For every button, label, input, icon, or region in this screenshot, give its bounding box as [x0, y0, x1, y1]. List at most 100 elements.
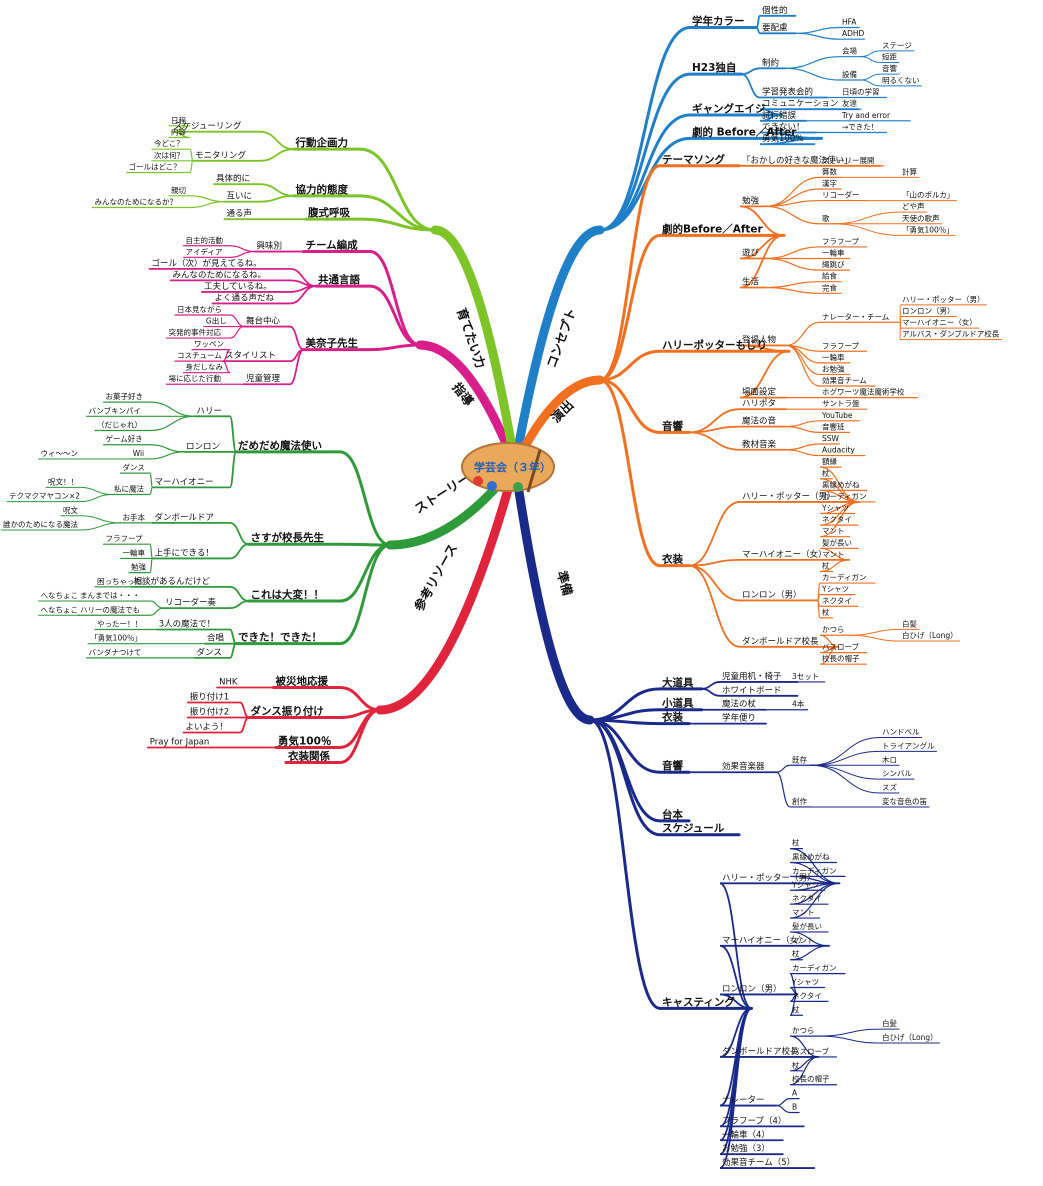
- topic-node[interactable]: フラフープ（4）: [722, 1115, 786, 1126]
- topic-node[interactable]: スズ: [882, 782, 897, 792]
- topic-node[interactable]: 白髪: [902, 618, 917, 628]
- topic-node[interactable]: 白ひげ（Long）: [902, 630, 958, 640]
- topic-node[interactable]: 効果音チーム: [822, 375, 867, 385]
- topic-node[interactable]: 振り付け1: [190, 692, 229, 703]
- topic-node[interactable]: Yシャツ: [821, 504, 849, 513]
- topic-node[interactable]: 被災地応援: [276, 675, 329, 688]
- topic-node[interactable]: ロンロン（男）: [722, 983, 782, 994]
- topic-node[interactable]: 行動企画力: [295, 136, 349, 149]
- topic-node[interactable]: バンダナつけて: [89, 647, 142, 657]
- topic-node[interactable]: ホグワーツ魔法魔術学校: [822, 387, 905, 397]
- topic-node[interactable]: 縄跳び: [822, 259, 845, 269]
- topic-node[interactable]: できた！できた！: [238, 632, 322, 644]
- topic-node[interactable]: 効果音チーム（5）: [722, 1157, 795, 1168]
- topic-node[interactable]: 白ひげ（Long）: [882, 1032, 938, 1042]
- topic-node[interactable]: ハリー・ポッター（男）: [742, 491, 836, 502]
- topic-node[interactable]: 魔法の杖: [722, 699, 757, 710]
- topic-node[interactable]: チーム編成: [306, 239, 359, 252]
- branch-label-reference[interactable]: 参考リソース: [411, 541, 460, 613]
- topic-node[interactable]: かつら: [792, 1026, 815, 1035]
- topic-node[interactable]: 漢字: [822, 178, 837, 188]
- topic-node[interactable]: サントラ盤: [822, 398, 860, 408]
- topic-node[interactable]: ハリー・ポッター（男）: [722, 872, 816, 883]
- topic-node[interactable]: 杖: [822, 468, 830, 478]
- topic-node[interactable]: 舞台中心: [246, 316, 281, 327]
- topic-node[interactable]: 杖: [792, 838, 800, 848]
- topic-node[interactable]: 通る声: [227, 208, 253, 219]
- topic-node[interactable]: コミュニケーション: [762, 99, 838, 109]
- topic-node[interactable]: バスローブ: [822, 642, 860, 652]
- topic-node[interactable]: 一輪車（4）: [722, 1129, 770, 1140]
- topic-node[interactable]: 黒縁めがね: [822, 479, 860, 489]
- topic-node[interactable]: 児童管理: [246, 373, 281, 384]
- topic-node[interactable]: フラフープ: [822, 341, 860, 350]
- topic-node[interactable]: どや声: [902, 201, 925, 211]
- topic-node[interactable]: ハリーの魔法でも: [80, 604, 140, 614]
- topic-node[interactable]: 「勇気100％」: [902, 224, 954, 234]
- topic-node[interactable]: 自主的活動: [186, 235, 224, 245]
- topic-node[interactable]: 児童用机・椅子: [722, 671, 782, 682]
- topic-node[interactable]: 会場: [842, 46, 857, 56]
- topic-node[interactable]: 衣装関係: [288, 750, 330, 763]
- topic-node[interactable]: ナレーター: [722, 1096, 765, 1106]
- topic-node[interactable]: 呪文: [63, 505, 78, 515]
- topic-node[interactable]: 制約: [762, 57, 779, 68]
- topic-node[interactable]: コスチューム: [177, 351, 222, 360]
- central-topic[interactable]: 学芸会（３年）: [461, 442, 555, 493]
- branch-label-prep[interactable]: 準備: [554, 569, 576, 598]
- topic-node[interactable]: まんまでは・・・: [80, 591, 140, 600]
- topic-node[interactable]: だめだめ魔法使い: [238, 439, 322, 452]
- topic-node[interactable]: へなちょこ: [41, 591, 79, 600]
- topic-node[interactable]: 腹式呼吸: [308, 206, 350, 219]
- topic-node[interactable]: ウィ〜〜ン: [41, 449, 79, 458]
- topic-node[interactable]: 学習発表会的: [762, 87, 813, 98]
- topic-node[interactable]: 振り付け2: [190, 707, 229, 718]
- topic-node[interactable]: アイディア: [186, 246, 223, 256]
- topic-node[interactable]: 内容: [171, 127, 186, 137]
- topic-node[interactable]: よく通る声だね: [215, 292, 275, 303]
- topic-node[interactable]: 額縁: [822, 456, 837, 466]
- topic-node[interactable]: 「勇気100％」: [90, 633, 142, 643]
- topic-node[interactable]: リコーダー奏: [165, 597, 217, 608]
- topic-node[interactable]: リコーダー: [822, 190, 860, 200]
- topic-node[interactable]: ワッペン: [194, 340, 224, 349]
- topic-node[interactable]: Pray for Japan: [150, 738, 210, 748]
- topic-node[interactable]: （だじゃれ）: [97, 421, 142, 430]
- topic-node[interactable]: ネクタイ: [822, 596, 852, 605]
- topic-node[interactable]: 親切: [171, 185, 186, 195]
- topic-node[interactable]: 身だしなみ: [186, 362, 224, 372]
- topic-node[interactable]: 勇気100％: [278, 735, 331, 748]
- topic-node[interactable]: 杖: [822, 607, 830, 617]
- topic-node[interactable]: 衣装: [662, 553, 683, 566]
- topic-node[interactable]: B: [792, 1103, 797, 1112]
- topic-node[interactable]: 衣装: [662, 711, 683, 724]
- topic-node[interactable]: スケジューリング: [174, 121, 242, 132]
- topic-node[interactable]: 互いに: [227, 192, 253, 202]
- topic-node[interactable]: 黒縁めがね: [792, 852, 830, 862]
- topic-node[interactable]: ゴールはどこ？: [129, 162, 181, 172]
- topic-node[interactable]: 合唱: [207, 633, 224, 644]
- topic-node[interactable]: アルバス・ダンブルドア校長: [902, 329, 1000, 339]
- topic-node[interactable]: ホワイトボード: [722, 686, 782, 696]
- topic-node[interactable]: 場面設定: [742, 387, 777, 398]
- topic-node[interactable]: 「山のポルカ」: [902, 190, 954, 200]
- topic-node[interactable]: ロンロン: [186, 442, 220, 452]
- topic-node[interactable]: 一輪車: [123, 547, 146, 557]
- topic-node[interactable]: Wii: [133, 449, 144, 458]
- topic-node[interactable]: HFA: [842, 18, 857, 27]
- topic-node[interactable]: 学年便り: [722, 713, 756, 724]
- topic-node[interactable]: 完食: [822, 282, 837, 292]
- topic-node[interactable]: バンブキンパイ: [89, 405, 141, 415]
- topic-node[interactable]: Yシャツ: [791, 880, 819, 889]
- topic-node[interactable]: 台本: [662, 808, 683, 821]
- topic-node[interactable]: トライアングル: [882, 740, 935, 750]
- topic-node[interactable]: マーハイオニー（女）: [742, 549, 827, 560]
- topic-node[interactable]: 日本見ながら: [177, 304, 222, 314]
- topic-node[interactable]: ハリー: [197, 406, 223, 416]
- topic-node[interactable]: NHK: [219, 678, 238, 688]
- topic-node[interactable]: 一輪車: [822, 352, 845, 362]
- topic-node[interactable]: ハリーポッターもじり: [662, 338, 767, 351]
- topic-node[interactable]: 共通言語: [318, 273, 360, 286]
- topic-node[interactable]: カーディガン: [822, 491, 866, 501]
- topic-node[interactable]: 算数: [822, 166, 837, 176]
